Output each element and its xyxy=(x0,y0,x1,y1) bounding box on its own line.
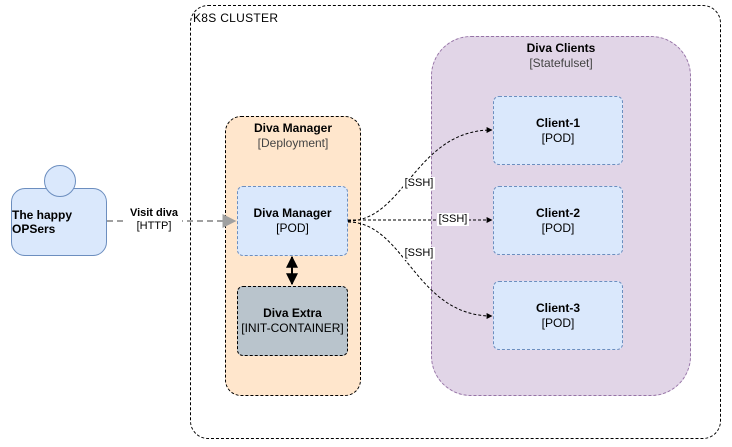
client-3-name: Client-3 xyxy=(535,300,580,315)
opsers-label: The happy OPSers xyxy=(12,208,73,236)
edge-http-label: Visit diva [HTTP] xyxy=(126,207,182,233)
diva-clients-subtitle: [Statefulset] xyxy=(529,56,593,70)
diva-clients-title-block: Diva Clients [Statefulset] xyxy=(431,41,691,71)
diva-manager-title: Diva Manager xyxy=(253,121,333,135)
edge-ssh-client2-label: [SSH] xyxy=(437,213,469,226)
client-1-name: Client-1 xyxy=(535,115,580,130)
client-3-pod: Client-3 [POD] xyxy=(493,281,623,350)
opsers-actor: The happy OPSers xyxy=(11,188,107,256)
diva-manager-title-block: Diva Manager [Deployment] xyxy=(225,121,361,151)
diva-manager-pod-name: Diva Manager xyxy=(253,206,332,220)
diva-extra-kind: [INIT-CONTAINER] xyxy=(241,321,344,335)
client-2-name: Client-2 xyxy=(535,205,580,220)
edge-ssh-client1 xyxy=(347,127,493,222)
client-1-kind: [POD] xyxy=(541,130,575,145)
diva-manager-pod-kind: [POD] xyxy=(276,221,309,235)
diva-extra-name: Diva Extra xyxy=(263,306,322,320)
diva-manager-subtitle: [Deployment] xyxy=(257,136,329,150)
edge-ssh-client3 xyxy=(347,221,493,319)
client-1-pod: Client-1 [POD] xyxy=(493,96,623,165)
opsers-actor-head xyxy=(44,165,76,197)
cluster-label: K8S CLUSTER xyxy=(193,11,279,25)
diva-clients-title: Diva Clients xyxy=(526,41,596,55)
diva-extra-init-container: Diva Extra [INIT-CONTAINER] xyxy=(237,286,348,356)
edge-http-label-line1: Visit diva xyxy=(129,207,179,219)
edge-http-label-line2: [HTTP] xyxy=(136,220,172,232)
edge-ssh-client1-label: [SSH] xyxy=(403,177,435,190)
edge-ssh-client3-label: [SSH] xyxy=(403,247,435,260)
diva-manager-pod: Diva Manager [POD] xyxy=(237,186,348,256)
client-2-kind: [POD] xyxy=(541,220,575,235)
client-3-kind: [POD] xyxy=(541,315,575,330)
client-2-pod: Client-2 [POD] xyxy=(493,186,623,255)
